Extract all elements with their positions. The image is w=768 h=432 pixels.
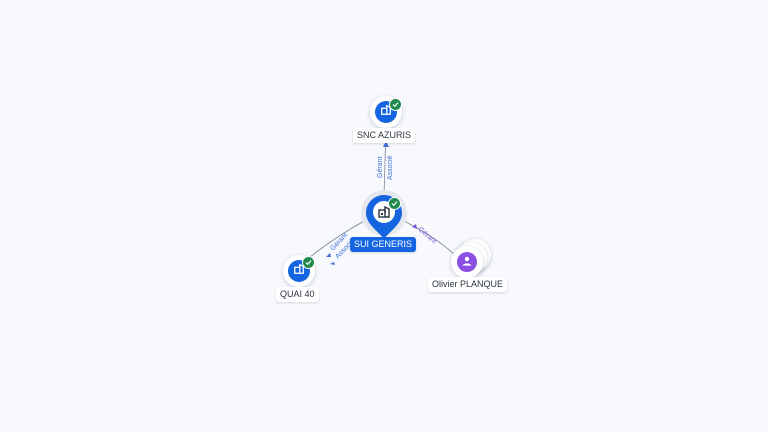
edge-label-top-1: Gérant [377,157,384,178]
arrow-left-2 [330,262,335,265]
node-snc-azuris[interactable]: SNC AZURIS [352,94,420,146]
node-quai-40[interactable]: QUAI 40 [274,253,330,303]
edge-label-top-2: Associé [387,155,394,180]
arrow-right [412,224,417,229]
node-label: SNC AZURIS [353,128,416,143]
node-label: SUI GENERIS [350,237,417,252]
arrow-top [383,141,389,147]
person-core [457,252,477,272]
node-sui-generis[interactable]: SUI GENERIS [350,186,417,256]
node-label: QUAI 40 [276,287,319,302]
node-olivier-planque[interactable]: Olivier PLANQUE [426,238,510,294]
verified-check-icon [388,197,401,210]
person-icon [462,253,472,271]
verified-check-icon [389,98,402,111]
verified-check-icon [302,256,315,269]
building-icon [377,205,391,224]
arrow-left-1 [326,253,331,257]
node-label: Olivier PLANQUE [428,277,508,292]
